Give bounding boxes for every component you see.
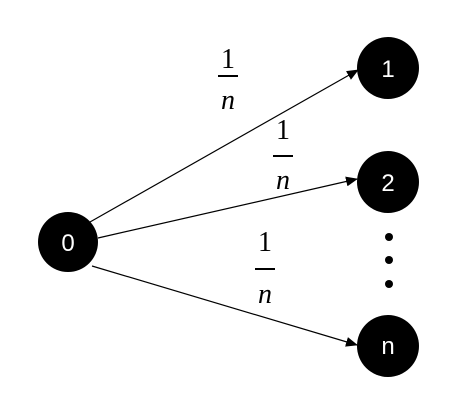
node-0: 0	[38, 212, 98, 272]
edge-label-numerator: 1	[276, 115, 290, 146]
edge-0-to-n	[91, 265, 358, 347]
edge-label-denominator: n	[276, 165, 290, 196]
vertical-ellipsis-icon	[385, 233, 393, 288]
edge-label-0-to-2: 1 n	[273, 115, 293, 196]
edge-0-to-2	[97, 176, 358, 239]
node-label: 0	[61, 230, 74, 257]
node-2: 2	[357, 151, 419, 213]
edge-label-numerator: 1	[221, 44, 235, 75]
edge-label-0-to-1: 1 n	[218, 44, 238, 116]
node-label: 1	[381, 56, 394, 83]
node-label: 2	[381, 170, 394, 197]
edge-label-denominator: n	[221, 85, 235, 116]
edge-label-denominator: n	[258, 279, 272, 310]
node-n: n	[357, 315, 419, 377]
edge-label-numerator: 1	[258, 227, 272, 258]
node-1: 1	[357, 37, 419, 99]
node-label: n	[381, 333, 394, 360]
edge-label-0-to-n: 1 n	[255, 227, 275, 310]
edge-0-to-1	[89, 69, 359, 223]
